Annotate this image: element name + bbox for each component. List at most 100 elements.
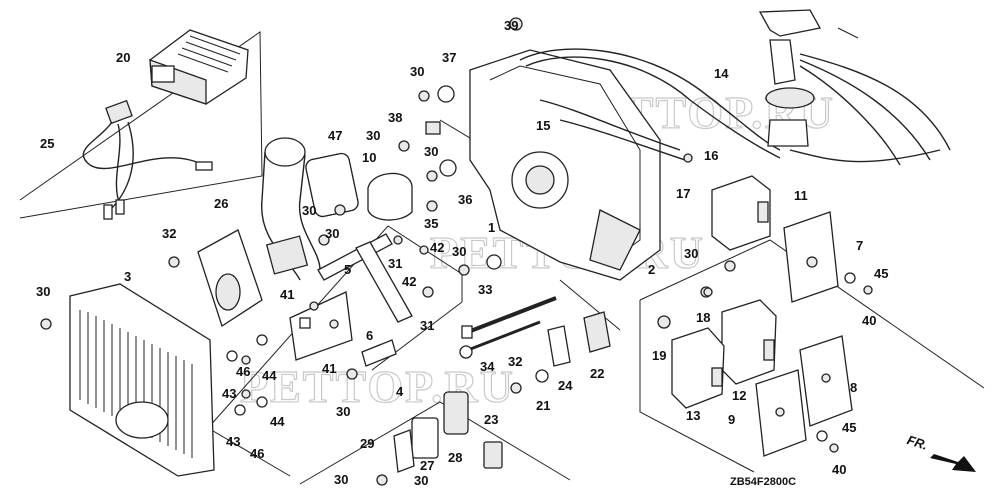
part-number-28: 28 xyxy=(448,450,462,465)
part-number-30: 30 xyxy=(410,64,424,79)
outline-bracket-group-left xyxy=(207,427,291,477)
part-number-6: 6 xyxy=(366,328,373,343)
part-number-15: 15 xyxy=(536,118,550,133)
part-number-30: 30 xyxy=(302,203,316,218)
cover-part-10 xyxy=(367,172,413,221)
part-number-16: 16 xyxy=(704,148,718,163)
switch-part-12 xyxy=(721,299,777,385)
bracket-part-6 xyxy=(355,241,413,367)
part-number-30: 30 xyxy=(325,226,339,241)
front-cover-part-3 xyxy=(69,283,215,477)
part-number-46: 46 xyxy=(250,446,264,461)
part-number-31: 31 xyxy=(420,318,434,333)
connector-part-29 xyxy=(393,429,415,473)
part-number-29: 29 xyxy=(360,436,374,451)
plate-part-9 xyxy=(755,369,807,457)
part-number-40: 40 xyxy=(832,462,846,477)
bolt-part-33 xyxy=(461,296,557,339)
part-number-41: 41 xyxy=(322,361,336,376)
part-number-32: 32 xyxy=(162,226,176,241)
switch-part-11 xyxy=(711,175,771,251)
part-number-39: 39 xyxy=(504,18,518,33)
part-number-19: 19 xyxy=(652,348,666,363)
plate-part-8 xyxy=(799,335,853,427)
part-number-46: 46 xyxy=(236,364,250,379)
part-number-13: 13 xyxy=(686,408,700,423)
part-number-9: 9 xyxy=(728,412,735,427)
part-number-8: 8 xyxy=(850,380,857,395)
switch-part-14 xyxy=(758,9,951,166)
part-number-21: 21 xyxy=(536,398,550,413)
part-number-10: 10 xyxy=(362,150,376,165)
connector-part-27 xyxy=(411,417,439,459)
part-number-7: 7 xyxy=(856,238,863,253)
connector-part-24 xyxy=(547,325,571,367)
bracket-part-5 xyxy=(289,233,393,361)
part-number-31: 31 xyxy=(388,256,402,271)
part-number-23: 23 xyxy=(484,412,498,427)
outline-connector-group xyxy=(299,401,571,485)
connector-part-28 xyxy=(443,391,469,435)
part-number-47: 47 xyxy=(328,128,342,143)
part-number-42: 42 xyxy=(402,274,416,289)
part-number-32: 32 xyxy=(508,354,522,369)
fr-label: FR. xyxy=(905,432,930,453)
part-number-45: 45 xyxy=(842,420,856,435)
part-number-2: 2 xyxy=(648,262,655,277)
part-number-37: 37 xyxy=(442,50,456,65)
outline-bracket-group-right xyxy=(371,301,463,371)
part-number-41: 41 xyxy=(280,287,294,302)
watermark-3: PETTOP.RU xyxy=(240,361,515,412)
part-number-30: 30 xyxy=(334,472,348,487)
part-number-36: 36 xyxy=(458,192,472,207)
outline-switch-group-left xyxy=(639,300,755,473)
part-number-33: 33 xyxy=(478,282,492,297)
part-number-4: 4 xyxy=(396,384,404,399)
part-number-5: 5 xyxy=(344,262,351,277)
part-number-35: 35 xyxy=(424,216,438,231)
part-number-43: 43 xyxy=(226,434,240,449)
part-number-40: 40 xyxy=(862,313,876,328)
part-number-12: 12 xyxy=(732,388,746,403)
part-number-30: 30 xyxy=(36,284,50,299)
part-number-44: 44 xyxy=(270,414,285,429)
leader-22 xyxy=(559,279,621,331)
connector-part-23 xyxy=(483,441,503,469)
switch-part-13 xyxy=(671,327,725,409)
part-number-27: 27 xyxy=(420,458,434,473)
part-number-30: 30 xyxy=(414,473,428,488)
arrow-icon xyxy=(930,454,976,472)
part-number-17: 17 xyxy=(676,186,690,201)
part-number-20: 20 xyxy=(116,50,130,65)
part-number-30: 30 xyxy=(684,246,698,261)
part-number-18: 18 xyxy=(696,310,710,325)
part-number-44: 44 xyxy=(262,368,277,383)
part-number-38: 38 xyxy=(388,110,402,125)
regulator-part-20 xyxy=(149,29,249,105)
part-number-43: 43 xyxy=(222,386,236,401)
part-number-24: 24 xyxy=(558,378,573,393)
part-number-22: 22 xyxy=(590,366,604,381)
front-direction-arrow: FR. xyxy=(905,432,976,472)
part-number-11: 11 xyxy=(794,188,808,203)
part-number-30: 30 xyxy=(424,144,438,159)
housing-part-2 xyxy=(469,48,781,281)
bolt-part-34 xyxy=(459,320,541,359)
plate-part-7 xyxy=(783,211,839,303)
part-number-30: 30 xyxy=(366,128,380,143)
capacitor-part-26 xyxy=(197,137,321,328)
outline-switch-group-top xyxy=(639,239,985,389)
drawing-code: ZB54F2800C xyxy=(730,476,796,488)
part-number-1: 1 xyxy=(488,220,495,235)
part-number-30: 30 xyxy=(336,404,350,419)
part-number-45: 45 xyxy=(874,266,888,281)
connector-part-22 xyxy=(583,311,611,353)
outline-regulator-group xyxy=(19,31,263,219)
part-number-30: 30 xyxy=(452,244,466,259)
part-number-26: 26 xyxy=(214,196,228,211)
fasteners xyxy=(40,17,873,486)
part-number-34: 34 xyxy=(480,359,495,374)
part-number-callouts: 1234567891011121314151617181920212223242… xyxy=(36,18,888,488)
part-number-3: 3 xyxy=(124,269,131,284)
